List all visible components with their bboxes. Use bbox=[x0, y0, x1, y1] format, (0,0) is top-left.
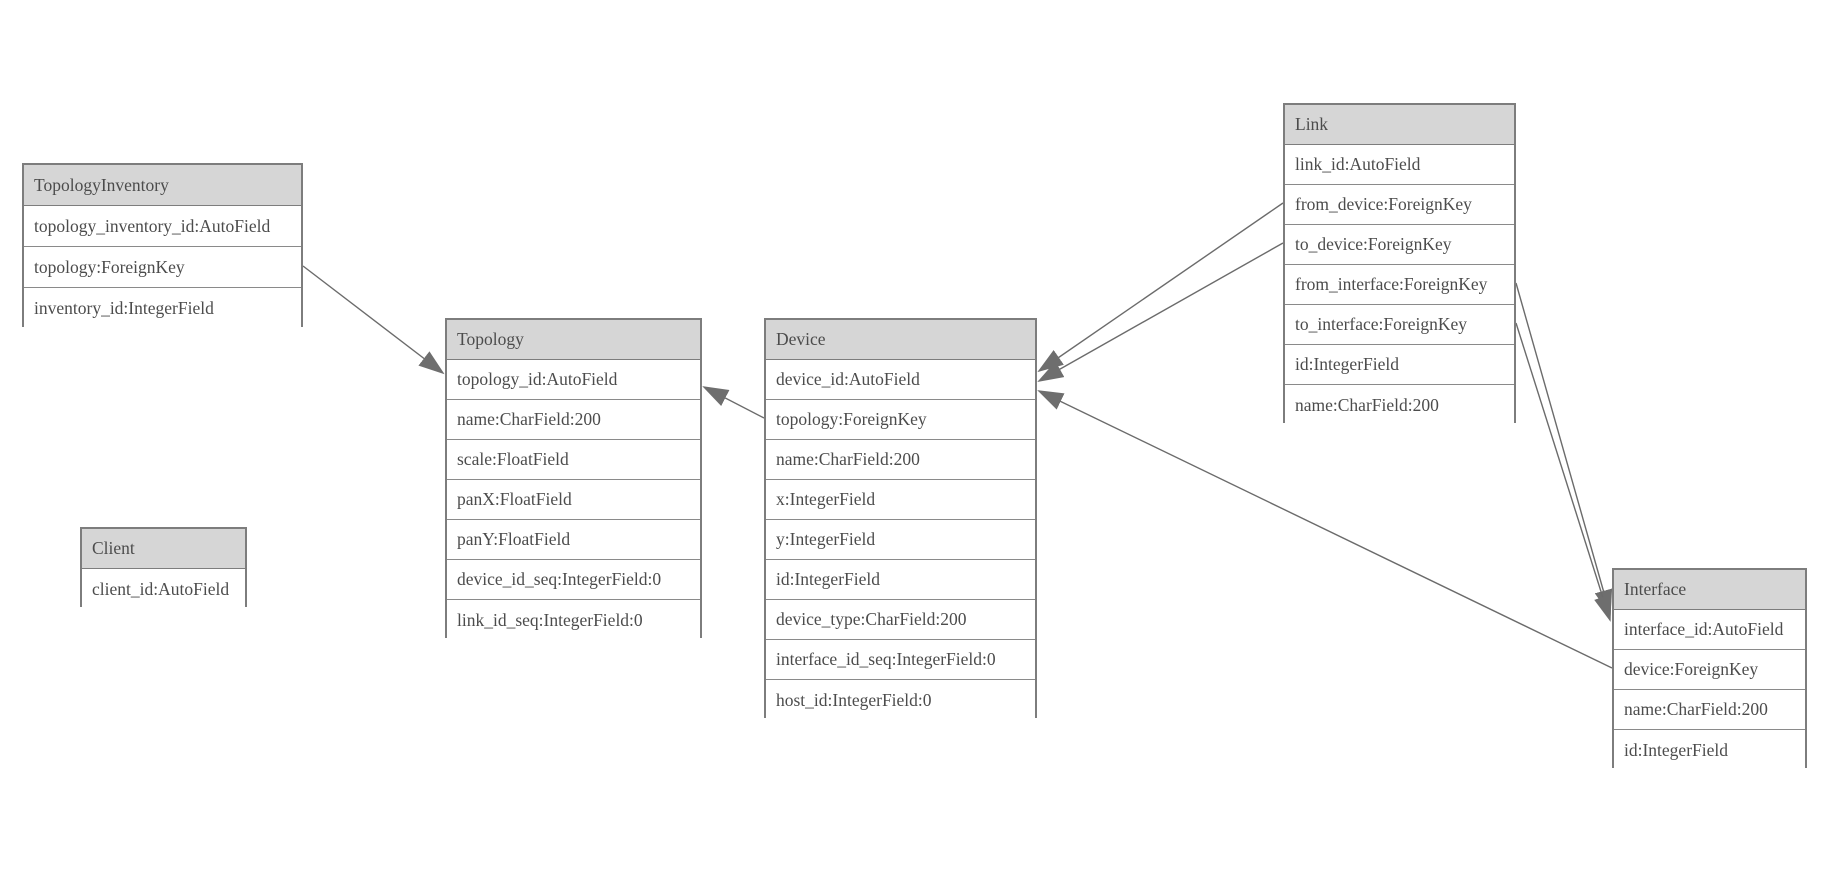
field-row-device-3: x:IntegerField bbox=[766, 480, 1035, 520]
field-row-link-5: id:IntegerField bbox=[1285, 345, 1514, 385]
field-row-device-0: device_id:AutoField bbox=[766, 360, 1035, 400]
rel-link-to-interface bbox=[1515, 322, 1612, 622]
entity-title-topology: Topology bbox=[447, 320, 700, 360]
field-row-device-7: interface_id_seq:IntegerField:0 bbox=[766, 640, 1035, 680]
field-row-device-4: y:IntegerField bbox=[766, 520, 1035, 560]
field-row-interface-1: device:ForeignKey bbox=[1614, 650, 1805, 690]
field-row-interface-0: interface_id:AutoField bbox=[1614, 610, 1805, 650]
field-row-interface-2: name:CharField:200 bbox=[1614, 690, 1805, 730]
field-row-link-2: to_device:ForeignKey bbox=[1285, 225, 1514, 265]
field-row-device-8: host_id:IntegerField:0 bbox=[766, 680, 1035, 720]
rel-topologyinventory-topology bbox=[302, 265, 445, 375]
rel-interface-device bbox=[1037, 390, 1613, 669]
entity-title-link: Link bbox=[1285, 105, 1514, 145]
field-row-topology-5: device_id_seq:IntegerField:0 bbox=[447, 560, 700, 600]
field-row-topology-4: panY:FloatField bbox=[447, 520, 700, 560]
field-row-topology-0: topology_id:AutoField bbox=[447, 360, 700, 400]
rel-link-from-interface bbox=[1515, 282, 1613, 616]
field-row-interface-3: id:IntegerField bbox=[1614, 730, 1805, 770]
field-row-device-1: topology:ForeignKey bbox=[766, 400, 1035, 440]
field-row-device-2: name:CharField:200 bbox=[766, 440, 1035, 480]
entity-title-device: Device bbox=[766, 320, 1035, 360]
field-row-link-1: from_device:ForeignKey bbox=[1285, 185, 1514, 225]
rel-link-to-device bbox=[1037, 242, 1284, 382]
field-row-topology-2: scale:FloatField bbox=[447, 440, 700, 480]
entity-title-client: Client bbox=[82, 529, 245, 569]
rel-device-topology bbox=[702, 386, 765, 419]
field-row-link-6: name:CharField:200 bbox=[1285, 385, 1514, 425]
entity-title-interface: Interface bbox=[1614, 570, 1805, 610]
field-row-link-4: to_interface:ForeignKey bbox=[1285, 305, 1514, 345]
field-row-topology-6: link_id_seq:IntegerField:0 bbox=[447, 600, 700, 640]
field-row-device-6: device_type:CharField:200 bbox=[766, 600, 1035, 640]
field-row-link-3: from_interface:ForeignKey bbox=[1285, 265, 1514, 305]
field-row-topology-inventory-2: inventory_id:IntegerField bbox=[24, 288, 301, 329]
rel-link-from-device bbox=[1037, 202, 1284, 373]
field-row-client-0: client_id:AutoField bbox=[82, 569, 245, 609]
field-row-link-0: link_id:AutoField bbox=[1285, 145, 1514, 185]
field-row-topology-1: name:CharField:200 bbox=[447, 400, 700, 440]
field-row-device-5: id:IntegerField bbox=[766, 560, 1035, 600]
field-row-topology-3: panX:FloatField bbox=[447, 480, 700, 520]
field-row-topology-inventory-0: topology_inventory_id:AutoField bbox=[24, 206, 301, 247]
entity-title-topology-inventory: TopologyInventory bbox=[24, 165, 301, 206]
field-row-topology-inventory-1: topology:ForeignKey bbox=[24, 247, 301, 288]
